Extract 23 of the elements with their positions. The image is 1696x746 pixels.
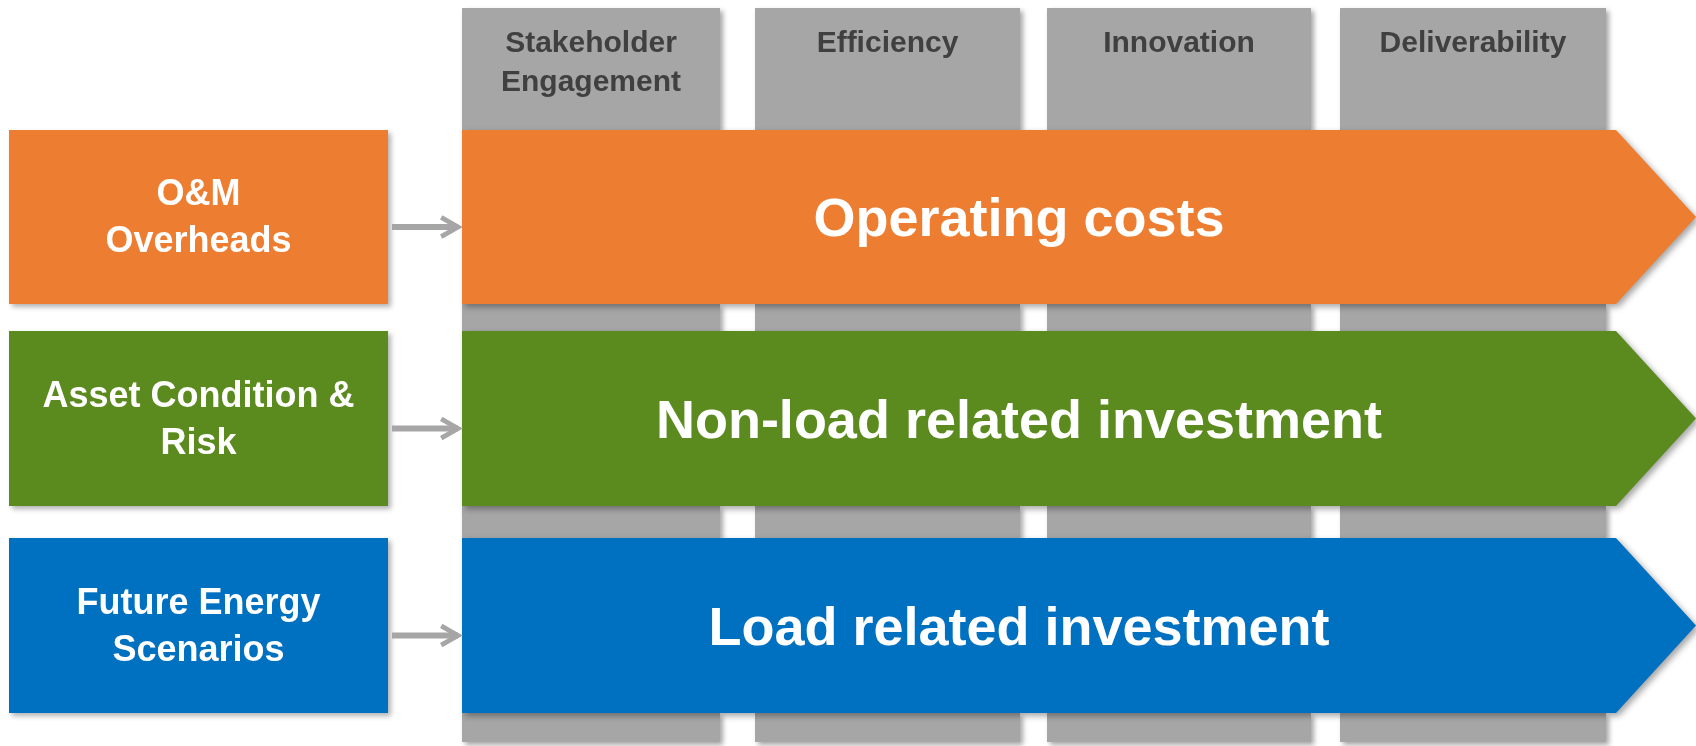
column-header-band [1340,8,1606,130]
arrow [392,416,461,441]
column-header: Innovation [1103,24,1255,60]
column-header: Deliverability [1379,24,1567,60]
chevron-label: Non-load related investment [655,387,1384,450]
column-header: Efficiency [816,24,959,60]
column-header-band [462,8,720,130]
driver-box [9,130,388,304]
driver-label: Asset Condition & Risk [41,372,356,464]
driver-box [9,538,388,713]
column-header-band [755,8,1020,130]
column-header: Stakeholder Engagement [500,24,682,99]
driver-box [9,331,388,506]
driver-label: Future Energy Scenarios [75,579,322,671]
chevron-arrow-shape [462,331,1696,506]
arrow [392,215,461,239]
driver-label: O&M Overheads [104,171,293,262]
chevron-label: Load related investment [708,594,1331,657]
chevron-arrow-shape [462,538,1696,713]
chevron-arrow-shape [462,130,1696,304]
arrow [392,623,461,648]
chevron-label: Operating costs [813,186,1226,248]
column-header-band [1047,8,1311,130]
